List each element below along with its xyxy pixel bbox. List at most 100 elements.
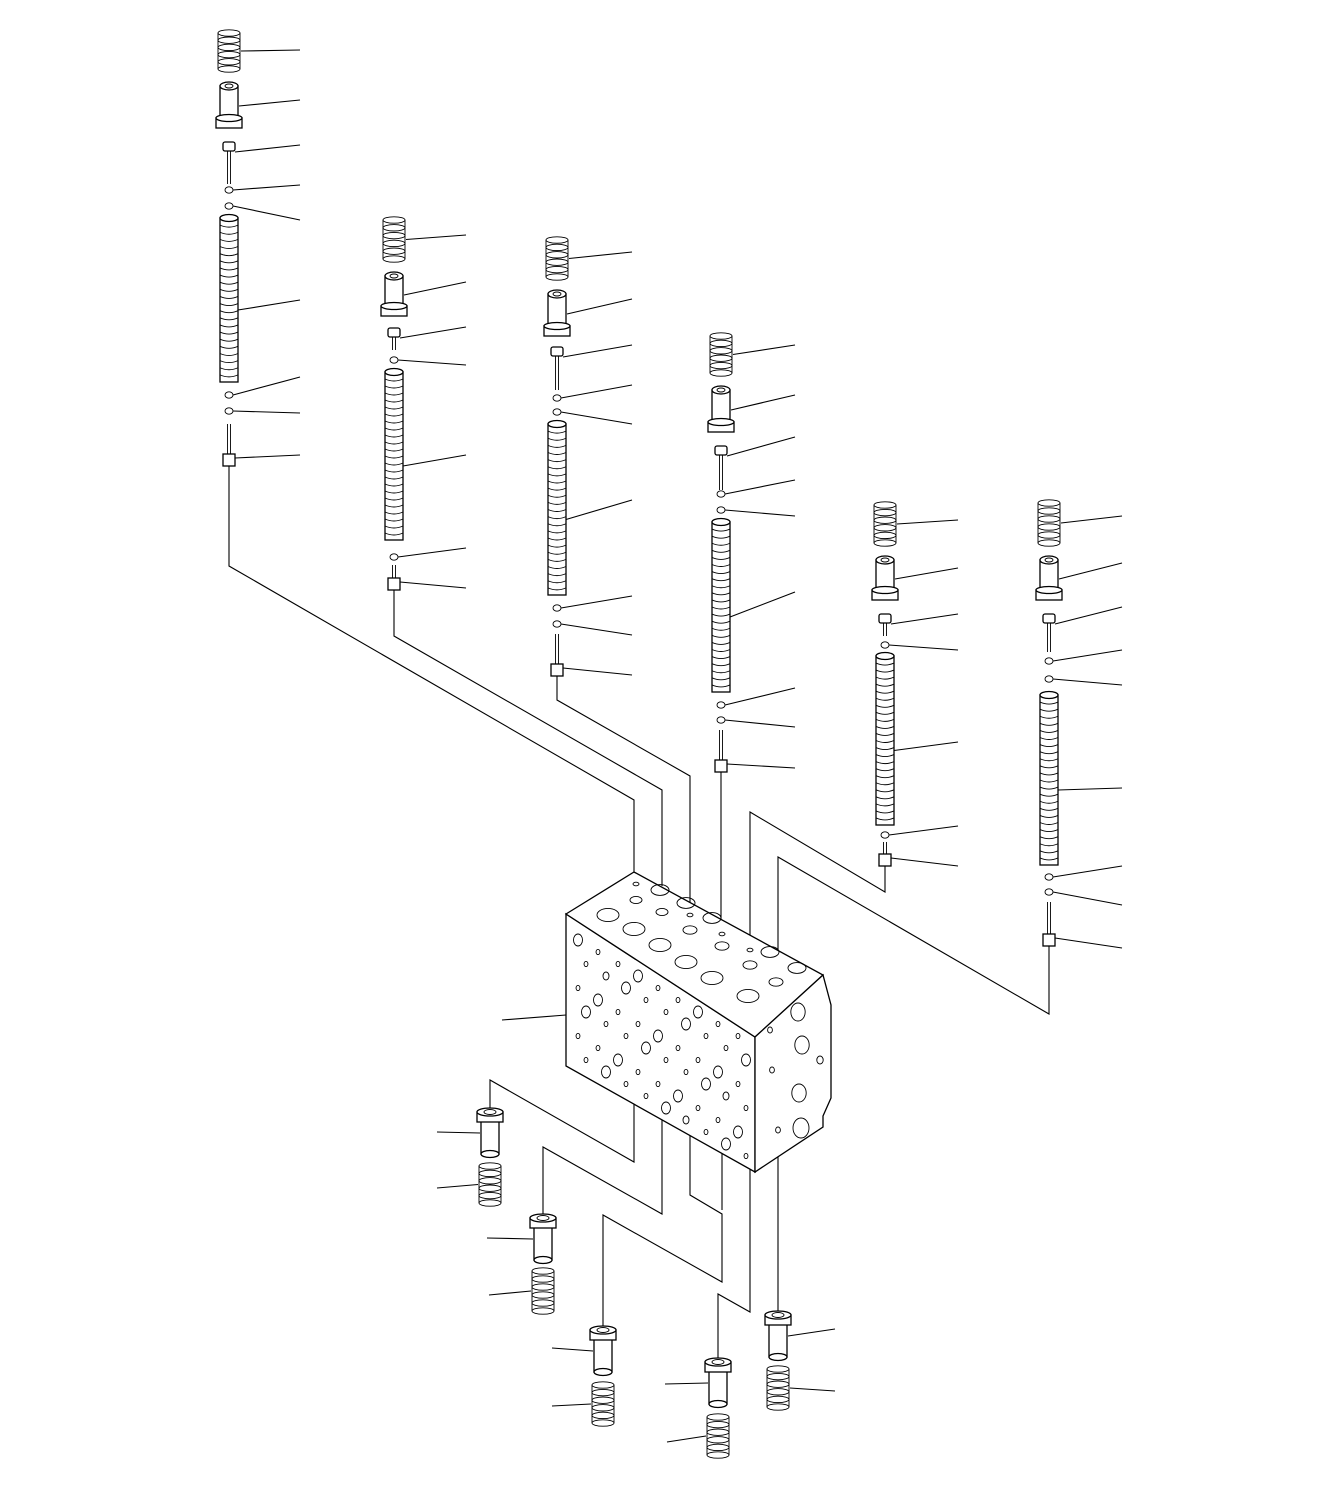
port-hole-icon [643, 1092, 649, 1100]
port-hole-icon [702, 912, 722, 924]
port-hole-icon [595, 1044, 601, 1052]
port-hole-icon [655, 984, 661, 992]
callout-leader [1052, 891, 1123, 906]
o-ring-icon [552, 604, 562, 612]
plug-icon [1042, 902, 1056, 947]
callout-leader [405, 234, 467, 241]
retainer-icon [1035, 555, 1063, 601]
port-hole-icon [622, 921, 646, 937]
port-hole-icon [703, 1032, 709, 1040]
callout-leader [397, 547, 467, 558]
port-hole-icon [635, 1068, 641, 1076]
spring-icon [766, 1365, 790, 1411]
stopper-icon [222, 141, 236, 184]
callout-leader [1060, 515, 1123, 524]
port-hole-icon [742, 960, 758, 970]
callout-leader [399, 581, 467, 589]
retainer-icon [215, 81, 243, 129]
port-hole-icon [682, 1115, 690, 1125]
port-hole-icon [596, 907, 620, 923]
retainer-icon [543, 289, 571, 337]
callout-leader [486, 1237, 534, 1240]
callout-leader [893, 741, 959, 752]
port-hole-icon [593, 993, 603, 1007]
callout-leaders [232, 49, 1123, 1443]
callout-leader [560, 411, 633, 425]
spool-column-3 [543, 236, 571, 677]
callout-leader [1054, 606, 1123, 625]
callout-leader [560, 384, 633, 399]
port-hole-icon [787, 962, 807, 974]
port-hole-icon [769, 1066, 775, 1074]
plug-icon [714, 730, 728, 773]
plug-icon [222, 424, 236, 467]
callout-leader [551, 1347, 594, 1352]
port-hole-icon [595, 948, 601, 956]
port-hole-icon [686, 912, 694, 918]
callout-leader [1058, 562, 1123, 580]
callout-leader [402, 454, 467, 467]
alignment-line [489, 1060, 635, 1163]
port-hole-icon [673, 1089, 683, 1103]
spring-icon [709, 332, 733, 377]
spring-icon [478, 1162, 502, 1207]
port-hole-icon [683, 1068, 689, 1076]
port-hole-icon [715, 1020, 721, 1028]
port-hole-icon [575, 984, 581, 992]
alignment-line [602, 1080, 723, 1330]
port-hole-icon [715, 1116, 721, 1124]
spool-column-5 [871, 501, 899, 867]
callout-leader [565, 499, 633, 521]
retainer-icon [593, 1337, 613, 1373]
port-hole-icon [760, 946, 780, 958]
callout-leader [560, 595, 633, 609]
alignment-line [228, 466, 635, 880]
callout-leader [666, 1435, 707, 1443]
port-hole-icon [743, 1104, 749, 1112]
o-ring-icon [880, 831, 890, 839]
spring-icon [1037, 499, 1061, 547]
port-hole-icon [681, 1017, 691, 1031]
plug-icon [387, 565, 401, 591]
lower-cap-3 [589, 1325, 617, 1427]
port-hole-icon [767, 1026, 773, 1034]
callout-leader [890, 613, 959, 625]
port-hole-icon [621, 981, 631, 995]
callout-leader [562, 667, 633, 676]
o-ring-icon [389, 553, 399, 561]
port-hole-icon [623, 1032, 629, 1040]
spool-column-1 [215, 29, 243, 467]
callout-leader [551, 1403, 592, 1407]
port-hole-icon [722, 1091, 730, 1101]
port-hole-icon [661, 1101, 671, 1115]
o-ring-icon [1044, 675, 1054, 683]
callout-leader [234, 454, 301, 459]
callout-leader [724, 719, 796, 728]
retainer-icon [380, 271, 408, 317]
callout-leader [232, 205, 301, 221]
o-ring-icon [224, 407, 234, 415]
spool-icon [384, 367, 404, 541]
port-hole-icon [794, 1035, 810, 1055]
callout-leader [1052, 649, 1123, 662]
plug-icon [878, 842, 892, 867]
port-hole-icon [735, 1080, 741, 1088]
port-hole-icon [768, 977, 784, 987]
callout-leader [240, 49, 301, 52]
port-hole-icon [700, 970, 724, 986]
retainer-icon [708, 1369, 728, 1405]
port-hole-icon [641, 1041, 651, 1055]
callout-leader [562, 344, 633, 358]
spring-icon [382, 216, 406, 263]
port-hole-icon [663, 1008, 669, 1016]
callout-leader [1054, 937, 1123, 949]
port-hole-icon [713, 1065, 723, 1079]
callout-leader [1052, 865, 1123, 878]
spring-icon [873, 501, 897, 547]
o-ring-icon [224, 202, 234, 210]
port-hole-icon [674, 954, 698, 970]
port-hole-icon [575, 1032, 581, 1040]
port-hole-icon [714, 941, 730, 951]
port-hole-icon [733, 1125, 743, 1139]
